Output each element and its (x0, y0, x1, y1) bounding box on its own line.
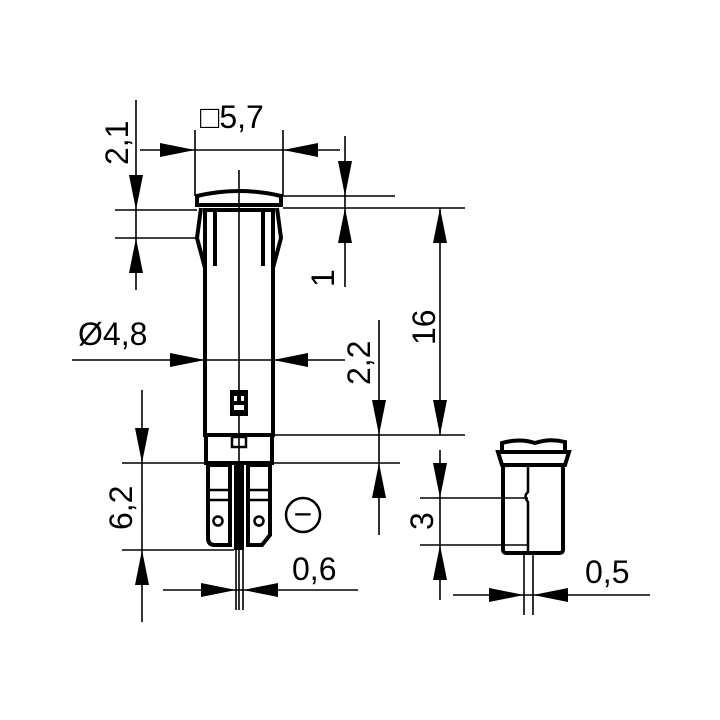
dim-terminal-offset: 2,2 (272, 320, 400, 535)
marker-block (230, 390, 248, 416)
dim-bezel-thickness: 1 (283, 136, 465, 287)
dim-square-width: □5,7 (140, 99, 340, 196)
dim-overall-length: 16 (273, 208, 465, 436)
right-terminal (246, 463, 272, 547)
label-terminal-thickness: 0,6 (292, 551, 336, 587)
label-square-width: □5,7 (200, 99, 264, 135)
label-collar-height: 2,1 (99, 121, 135, 165)
left-terminal (206, 463, 232, 547)
lamp-side-view (495, 438, 572, 615)
label-terminal-offset: 2,2 (341, 341, 377, 385)
polarity-symbol (284, 496, 322, 534)
polarity-label: − (294, 496, 313, 532)
label-bezel-thickness: 1 (305, 269, 341, 287)
label-side-terminal-thickness: 0,5 (585, 554, 629, 590)
lamp-front-view: − (194, 170, 322, 610)
dim-terminal-thickness: 0,6 (163, 551, 358, 597)
bezel-cap (195, 189, 283, 207)
label-terminal-length: 6,2 (103, 486, 139, 530)
label-body-diameter: Ø4,8 (78, 316, 147, 352)
label-side-terminal-height: 3 (404, 512, 440, 530)
dim-body-diameter: Ø4,8 (72, 316, 345, 367)
dim-terminal-length: 6,2 (103, 390, 234, 622)
dim-side-terminal-thickness: 0,5 (453, 554, 650, 602)
dim-collar-height: 2,1 (99, 100, 197, 290)
label-overall-length: 16 (406, 309, 442, 345)
dim-side-terminal-height: 3 (404, 450, 528, 600)
